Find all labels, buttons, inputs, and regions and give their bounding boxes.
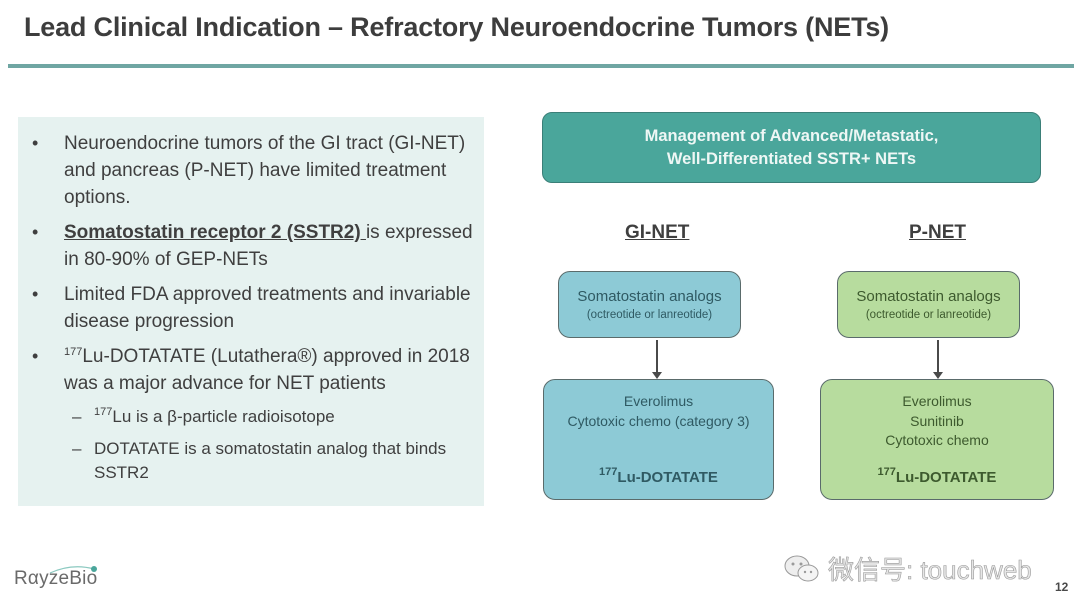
gi-down-arrow-icon xyxy=(652,340,662,379)
wechat-watermark: 微信号: touchweb xyxy=(782,550,1032,587)
sub-bullet-dash: – xyxy=(72,407,82,426)
p-second-line-box: Everolimus Sunitinib Cytotoxic chemo 177… xyxy=(820,379,1054,500)
sstr2-emphasis: Somatostatin receptor 2 (SSTR2) xyxy=(64,222,366,243)
gi-lu-dotatate: 177Lu-DOTATATE xyxy=(599,465,718,486)
rayzebio-logo: RαyzeBio xyxy=(14,568,98,589)
bullet-panel xyxy=(18,117,484,506)
bullet-dot: • xyxy=(32,284,39,304)
bullet-dot: • xyxy=(32,222,39,242)
gi-second-line-box: Everolimus Cytotoxic chemo (category 3) … xyxy=(543,379,774,500)
gi-first-line-box: Somatostatin analogs (octreotide or lanr… xyxy=(558,271,741,338)
p-down-arrow-icon xyxy=(933,340,943,379)
gi-net-heading: GI-NET xyxy=(625,222,690,243)
p-net-heading: P-NET xyxy=(909,222,966,243)
sub-bullet-item: – DOTATATE is a somatostatin analog that… xyxy=(72,439,447,482)
title-divider xyxy=(8,64,1074,68)
page-number: 12 xyxy=(1055,580,1069,594)
p-first-line-box: Somatostatin analogs (octreotide or lanr… xyxy=(837,271,1020,338)
bullet-item: • Somatostatin receptor 2 (SSTR2) is exp… xyxy=(30,219,480,273)
bullet-item: • Limited FDA approved treatments and in… xyxy=(30,281,480,335)
p-lu-dotatate: 177Lu-DOTATATE xyxy=(877,465,997,486)
bullet-item: • Neuroendocrine tumors of the GI tract … xyxy=(30,130,480,211)
bullet-list: • Neuroendocrine tumors of the GI tract … xyxy=(30,130,480,493)
slide-title: Lead Clinical Indication – Refractory Ne… xyxy=(24,12,889,42)
logo-arc-icon xyxy=(49,566,97,574)
bullet-dot: • xyxy=(32,133,39,153)
wechat-icon xyxy=(784,555,819,581)
sub-bullet-dash: – xyxy=(72,439,82,458)
bullet-item: • 177Lu-DOTATATE (Lutathera®) approved i… xyxy=(30,343,480,397)
sub-bullet-item: – 177Lu is a β-particle radioisotope xyxy=(30,405,480,429)
management-header-box: Management of Advanced/Metastatic, Well-… xyxy=(542,112,1041,183)
bullet-dot: • xyxy=(32,346,39,366)
